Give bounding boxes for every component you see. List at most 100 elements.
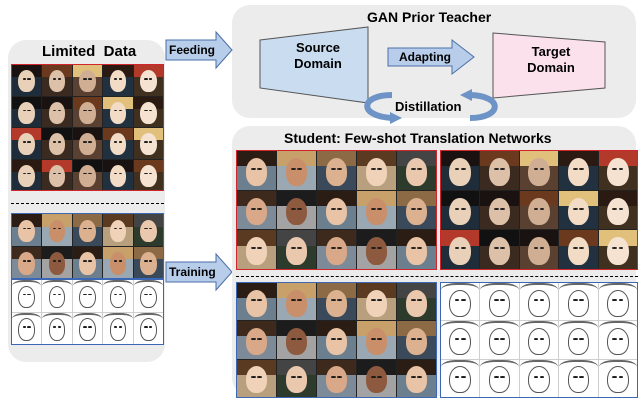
eye-right [579, 376, 584, 378]
face-shape [449, 289, 471, 317]
face-shape [365, 197, 388, 226]
eye-right [88, 326, 92, 328]
eye-left [22, 109, 27, 112]
eye-left [83, 260, 87, 262]
face-shape [140, 318, 157, 341]
face-shape [109, 101, 127, 124]
eye-right [57, 141, 62, 143]
hair-shape [598, 321, 637, 338]
face-shape [325, 157, 348, 186]
eye-right [417, 376, 422, 378]
eye-right [148, 141, 153, 143]
face-thumbnail [559, 283, 598, 321]
face-shape [405, 237, 428, 266]
eye-left [573, 168, 578, 170]
face-thumbnail [72, 280, 103, 312]
eye-right [257, 207, 262, 210]
eye-right [57, 172, 62, 175]
eye-left [251, 247, 256, 250]
eye-right [337, 337, 342, 340]
face-shape [528, 197, 550, 226]
face-thumbnail [277, 190, 316, 230]
eye-right [57, 227, 62, 230]
face-shape [18, 70, 35, 93]
eye-right [257, 376, 262, 378]
eye-left [331, 299, 336, 302]
eye-left [251, 337, 256, 340]
eye-right [579, 247, 584, 250]
eye-left [331, 247, 336, 250]
source-domain-label: Source Domain [282, 40, 354, 72]
eye-right [148, 326, 153, 328]
eye-right [337, 299, 342, 302]
eye-right [377, 207, 382, 210]
face-shape [365, 366, 388, 394]
eye-left [22, 78, 27, 80]
eye-right [500, 168, 505, 170]
eye-right [118, 109, 123, 112]
face-thumbnail [12, 128, 42, 159]
face-shape [567, 289, 590, 317]
hair-shape [559, 321, 598, 338]
eye-left [251, 299, 256, 302]
eye-left [83, 227, 87, 230]
eye-left [83, 78, 87, 80]
eye-right [500, 207, 505, 210]
eye-left [494, 299, 499, 302]
face-shape [140, 101, 157, 124]
face-thumbnail [133, 246, 163, 278]
eye-left [83, 141, 87, 143]
face-shape [285, 366, 308, 394]
face-thumbnail [441, 321, 480, 359]
face-shape [245, 197, 268, 226]
eye-right [257, 337, 262, 340]
eye-left [454, 337, 460, 340]
face-thumbnail [317, 230, 356, 269]
eye-right [88, 172, 92, 175]
eye-left [113, 227, 118, 230]
face-thumbnail [357, 151, 396, 190]
face-shape [488, 237, 511, 266]
face-thumbnail [357, 359, 396, 397]
eye-left [113, 293, 118, 296]
eye-right [377, 376, 382, 378]
face-shape [449, 328, 471, 355]
face-thumbnail [598, 151, 637, 190]
face-shape [140, 219, 157, 243]
eye-left [291, 247, 296, 250]
hair-shape [441, 283, 480, 300]
face-shape [18, 164, 35, 187]
face-shape [285, 157, 308, 186]
face-shape [567, 366, 590, 394]
eye-right [27, 172, 31, 175]
face-shape [79, 133, 96, 156]
eye-left [251, 168, 256, 170]
face-shape [285, 197, 308, 226]
eye-left [573, 299, 578, 302]
face-shape [79, 70, 96, 93]
face-shape [285, 289, 308, 317]
limited-data-divider [11, 203, 164, 204]
face-thumbnail [441, 359, 480, 397]
face-shape [48, 318, 66, 341]
face-shape [325, 366, 348, 394]
eye-right [148, 172, 153, 175]
face-shape [48, 101, 66, 124]
eye-right [618, 337, 624, 340]
eye-right [337, 207, 342, 210]
face-thumbnail [72, 65, 103, 96]
eye-right [118, 227, 123, 230]
eye-left [144, 326, 148, 328]
eye-left [612, 376, 617, 378]
face-thumbnail [480, 283, 519, 321]
face-thumbnail [559, 151, 598, 190]
face-shape [109, 164, 127, 187]
eye-right [460, 299, 466, 302]
eye-left [411, 168, 416, 170]
eye-left [371, 337, 376, 340]
face-shape [18, 219, 35, 243]
face-thumbnail [103, 214, 133, 246]
face-thumbnail [103, 96, 133, 127]
eye-right [337, 247, 342, 250]
face-thumbnail [133, 280, 163, 312]
